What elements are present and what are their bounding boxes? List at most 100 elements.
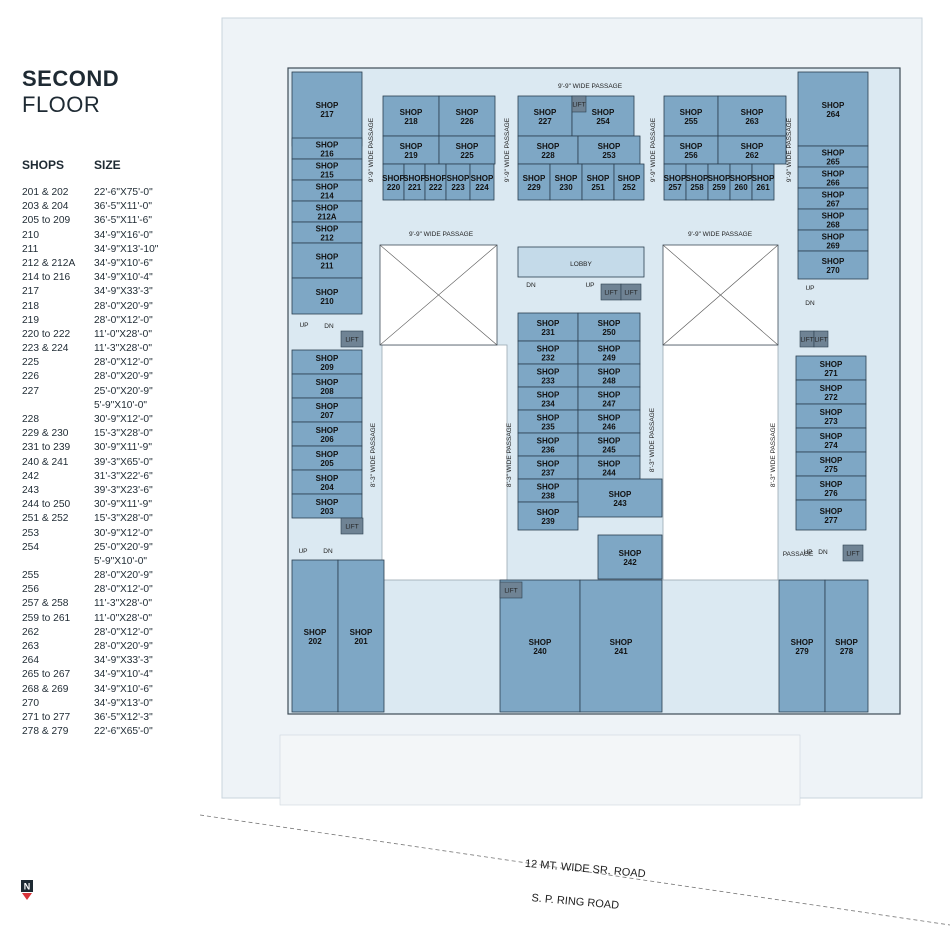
shop-unit[interactable] bbox=[581, 163, 615, 201]
shop-unit[interactable] bbox=[795, 427, 867, 453]
shop-unit[interactable] bbox=[517, 501, 579, 531]
shop-unit[interactable] bbox=[291, 397, 363, 423]
shop-unit[interactable] bbox=[291, 559, 339, 713]
shop-unit[interactable] bbox=[795, 475, 867, 501]
shop-unit[interactable] bbox=[291, 469, 363, 495]
shop-unit[interactable] bbox=[469, 163, 495, 201]
shop-unit[interactable] bbox=[517, 312, 579, 342]
shop-unit[interactable] bbox=[438, 95, 496, 137]
shop-unit[interactable] bbox=[717, 135, 787, 165]
shop-unit[interactable] bbox=[795, 403, 867, 429]
shop-unit[interactable] bbox=[291, 421, 363, 447]
shop-unit[interactable] bbox=[795, 499, 867, 531]
shop-unit[interactable] bbox=[795, 379, 867, 405]
shop-unit[interactable] bbox=[382, 135, 440, 165]
shop-unit[interactable] bbox=[438, 135, 496, 165]
shop-unit[interactable] bbox=[613, 163, 645, 201]
shop-unit[interactable] bbox=[445, 163, 471, 201]
shop-unit[interactable] bbox=[797, 71, 869, 147]
shop-unit[interactable] bbox=[795, 355, 867, 381]
shop-unit[interactable] bbox=[517, 135, 579, 165]
shop-unit[interactable] bbox=[499, 579, 581, 713]
shop-unit[interactable] bbox=[797, 250, 869, 280]
shop-unit[interactable] bbox=[291, 445, 363, 471]
shop-unit[interactable] bbox=[291, 242, 363, 279]
shop-unit[interactable] bbox=[577, 312, 641, 342]
shop-unit[interactable] bbox=[795, 451, 867, 477]
shop-unit[interactable] bbox=[291, 71, 363, 147]
shop-unit[interactable] bbox=[382, 95, 440, 137]
shop-unit[interactable] bbox=[549, 163, 583, 201]
shop-unit[interactable] bbox=[597, 534, 663, 580]
